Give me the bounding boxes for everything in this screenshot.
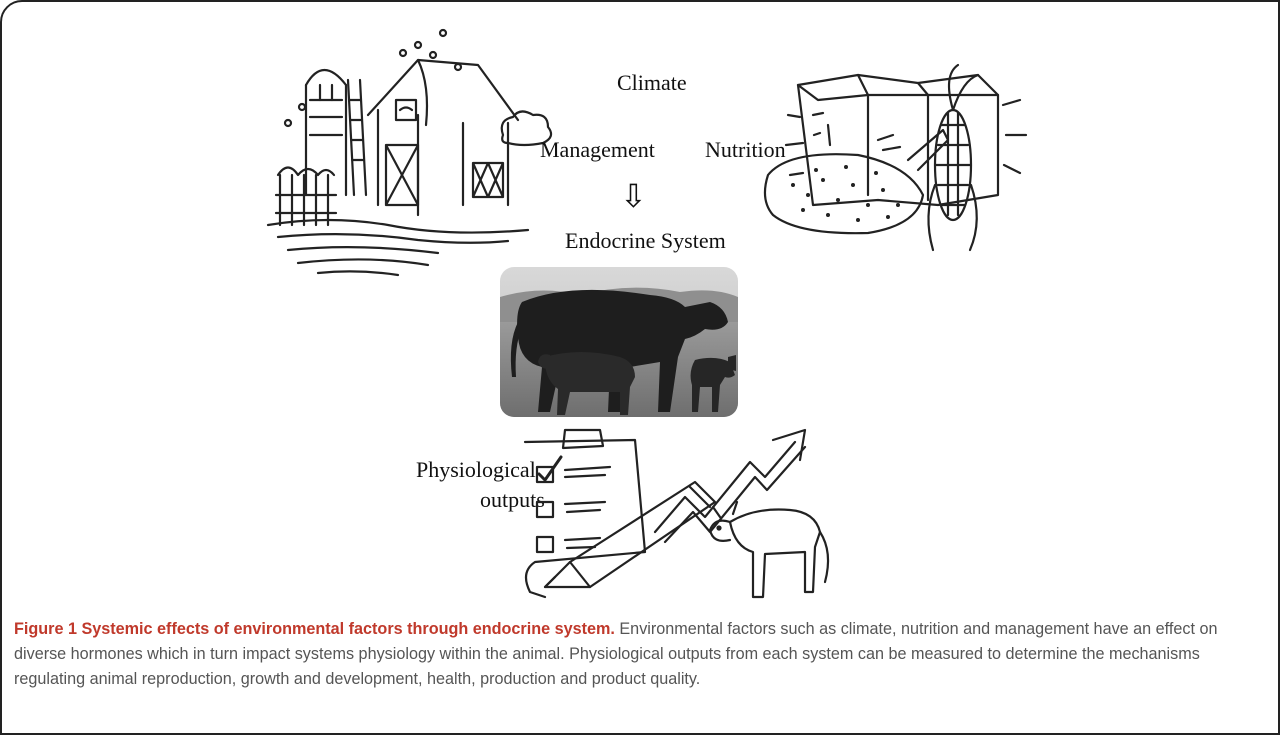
- label-endocrine-system: Endocrine System: [565, 228, 726, 254]
- cow-and-calves-photo: [500, 267, 738, 417]
- feed-nutrition-illustration: [758, 55, 1038, 255]
- label-management: Management: [540, 137, 655, 163]
- farm-barn-illustration: [268, 25, 568, 275]
- caption-title: Figure 1 Systemic effects of environment…: [14, 620, 615, 638]
- label-nutrition: Nutrition: [705, 137, 786, 163]
- clipboard-outputs-illustration: [515, 422, 835, 612]
- label-climate: Climate: [617, 70, 687, 96]
- down-arrow-icon: ⇩: [620, 180, 647, 212]
- figure-caption: Figure 1 Systemic effects of environment…: [14, 617, 1264, 692]
